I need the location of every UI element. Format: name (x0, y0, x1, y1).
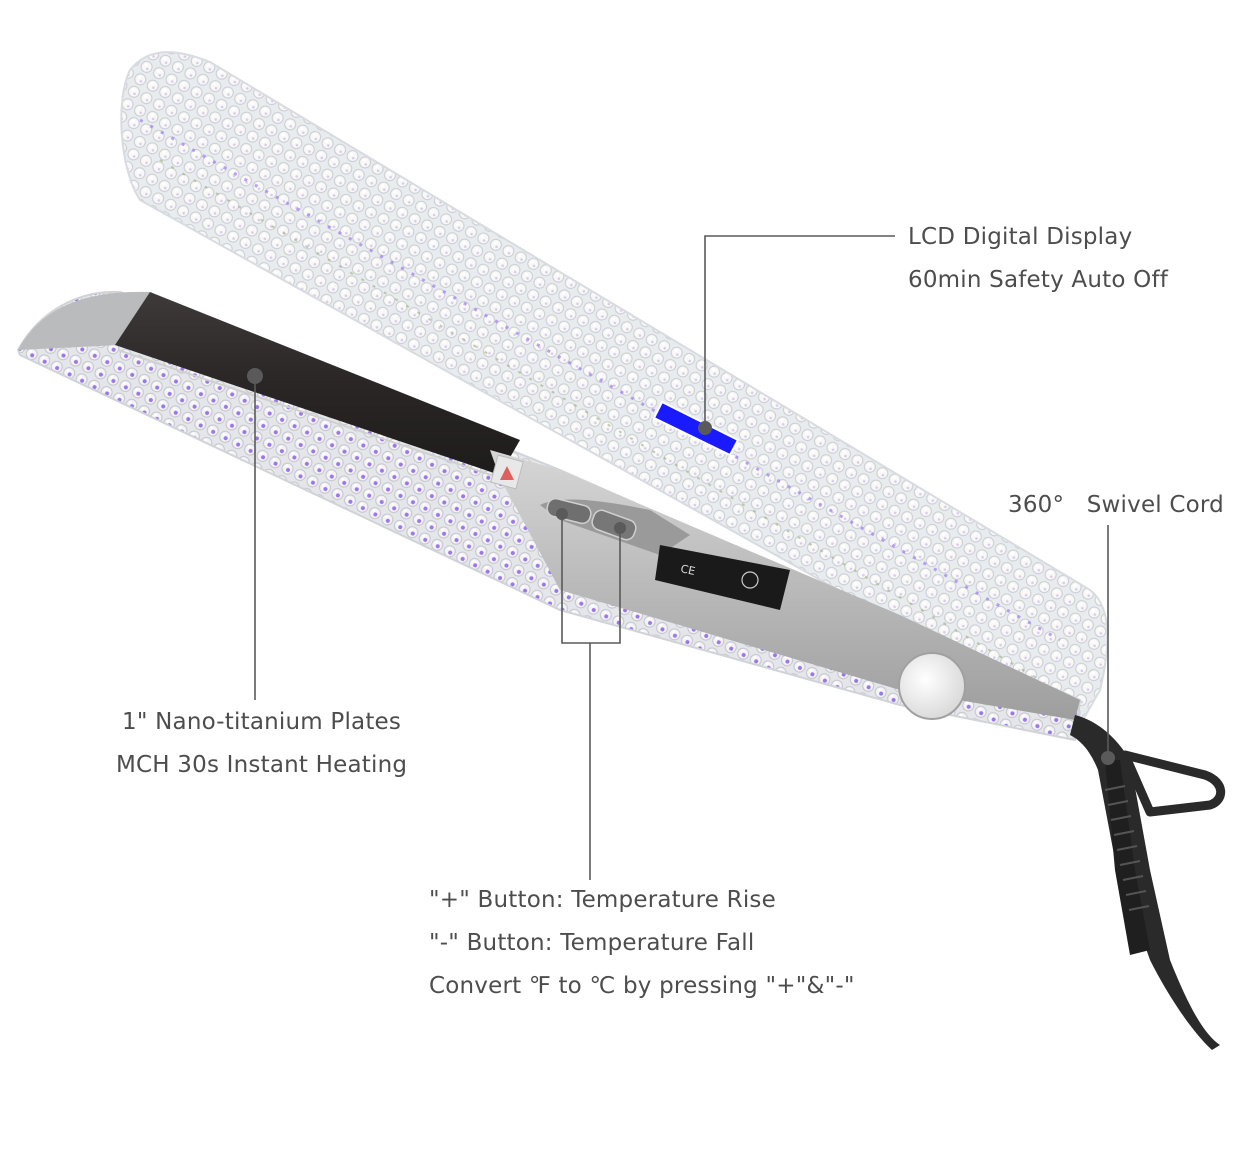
callout-plates-line-2: MCH 30s Instant Heating (116, 752, 408, 778)
callout-swivel-line-1: 360° Swivel Cord (1008, 492, 1224, 518)
callout-buttons: "+" Button: Temperature Rise "-" Button:… (429, 889, 855, 1018)
power-knob (898, 652, 966, 720)
callout-swivel-cord: 360° Swivel Cord (1008, 494, 1224, 537)
certification-label: CE (655, 545, 790, 610)
callout-plates: 1" Nano-titanium Plates MCH 30s Instant … (116, 709, 407, 797)
callout-lcd-line-2: 60min Safety Auto Off (908, 267, 1169, 293)
callout-buttons-line-1: "+" Button: Temperature Rise (429, 887, 776, 913)
minus-button[interactable] (590, 508, 638, 542)
callout-lcd-line-1: LCD Digital Display (908, 224, 1133, 250)
svg-text:CE: CE (679, 562, 696, 578)
callout-lcd: LCD Digital Display 60min Safety Auto Of… (908, 226, 1168, 312)
callout-plates-line-1: 1" Nano-titanium Plates (122, 709, 402, 735)
callout-buttons-line-3: Convert ℉ to ℃ by pressing "+"&"-" (429, 973, 855, 999)
lcd-display (652, 400, 740, 457)
swivel-cord (1070, 715, 1226, 1050)
callout-buttons-line-2: "-" Button: Temperature Fall (429, 930, 755, 956)
heating-plate (115, 292, 520, 475)
warning-icon (490, 454, 524, 490)
leader-lines (247, 235, 1115, 880)
